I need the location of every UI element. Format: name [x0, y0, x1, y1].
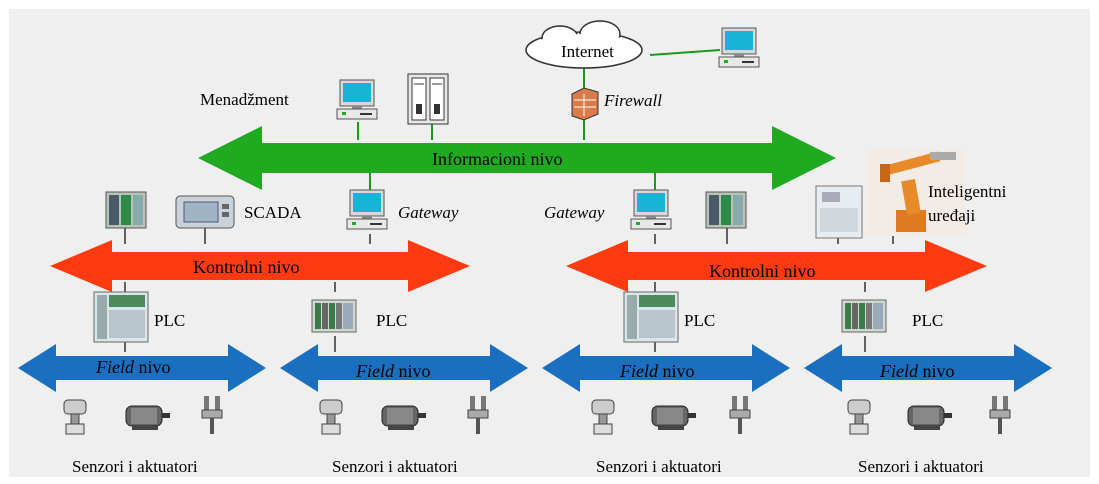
arrow-kontrolni-nivo-right [566, 240, 987, 292]
controller-icon-right [705, 191, 747, 229]
scada-panel-icon [175, 195, 235, 229]
field-text-2: Field [356, 361, 394, 381]
nivo-text-2: nivo [398, 361, 431, 381]
nivo-text-1: nivo [138, 357, 171, 377]
uredaji-label: uređaji [928, 206, 976, 225]
senzori-label-3: Senzori i aktuatori [596, 457, 722, 476]
arrow-field-nivo-1 [18, 344, 266, 392]
drive-icon [815, 185, 863, 239]
plc-icon-4 [841, 299, 887, 333]
arrow-kontrolni-nivo-left [50, 240, 470, 292]
field-nivo-label-4: Field nivo [880, 362, 955, 380]
inteligentni-label: Inteligentni [928, 182, 1007, 201]
field-nivo-label-3: Field nivo [620, 362, 695, 380]
field-text-4: Field [880, 361, 918, 381]
senzori-label-4: Senzori i aktuatori [858, 457, 984, 476]
field-text-1: Field [96, 357, 134, 377]
kontrolni-nivo-label-right: Kontrolni nivo [709, 261, 816, 281]
arrow-field-nivo-2 [280, 344, 528, 392]
arrow-field-nivo-4 [804, 344, 1052, 392]
nivo-text-4: nivo [922, 361, 955, 381]
computer-icon-internet [718, 27, 760, 68]
field-text-3: Field [620, 361, 658, 381]
computer-icon-management [336, 79, 378, 120]
plc-label-2: PLC [376, 311, 408, 330]
plc-icon-1 [93, 291, 149, 343]
connector-lines [357, 49, 721, 190]
firewall-icon [571, 87, 599, 121]
field-nivo-label-1: Field nivo [96, 358, 171, 376]
arrow-informacioni-nivo [198, 126, 836, 190]
senzori-label-1: Senzori i aktuatori [72, 457, 198, 476]
plc-label-4: PLC [912, 311, 944, 330]
plc-icon-3 [623, 291, 679, 343]
kontrolni-nivo-label-left: Kontrolni nivo [193, 257, 300, 277]
server-icon [407, 73, 449, 125]
computer-icon-gateway-left [346, 189, 388, 230]
firewall-label: Firewall [604, 92, 662, 109]
plc-icon-2 [311, 299, 357, 333]
menadzment-label: Menadžment [200, 90, 289, 109]
plc-label-1: PLC [154, 311, 186, 330]
plc-label-3: PLC [684, 311, 716, 330]
gateway-text-right: Gateway [544, 203, 605, 222]
scada-label: SCADA [244, 203, 302, 222]
nivo-text-3: nivo [662, 361, 695, 381]
internet-label: Internet [561, 42, 614, 61]
gateway-text-left: Gateway [398, 203, 459, 222]
senzori-label-2: Senzori i aktuatori [332, 457, 458, 476]
internet-cloud-icon [525, 20, 643, 69]
gateway-label-left: Gateway [398, 204, 458, 221]
diagram-background [9, 9, 1090, 477]
field-nivo-label-2: Field nivo [356, 362, 431, 380]
informacioni-nivo-label: Informacioni nivo [432, 149, 563, 169]
controller-icon-left [105, 191, 147, 229]
robot-arm-icon [866, 150, 966, 236]
arrow-field-nivo-3 [542, 344, 790, 392]
firewall-text: Firewall [604, 91, 662, 110]
gateway-label-right: Gateway [544, 204, 604, 221]
computer-icon-gateway-right [630, 189, 672, 230]
